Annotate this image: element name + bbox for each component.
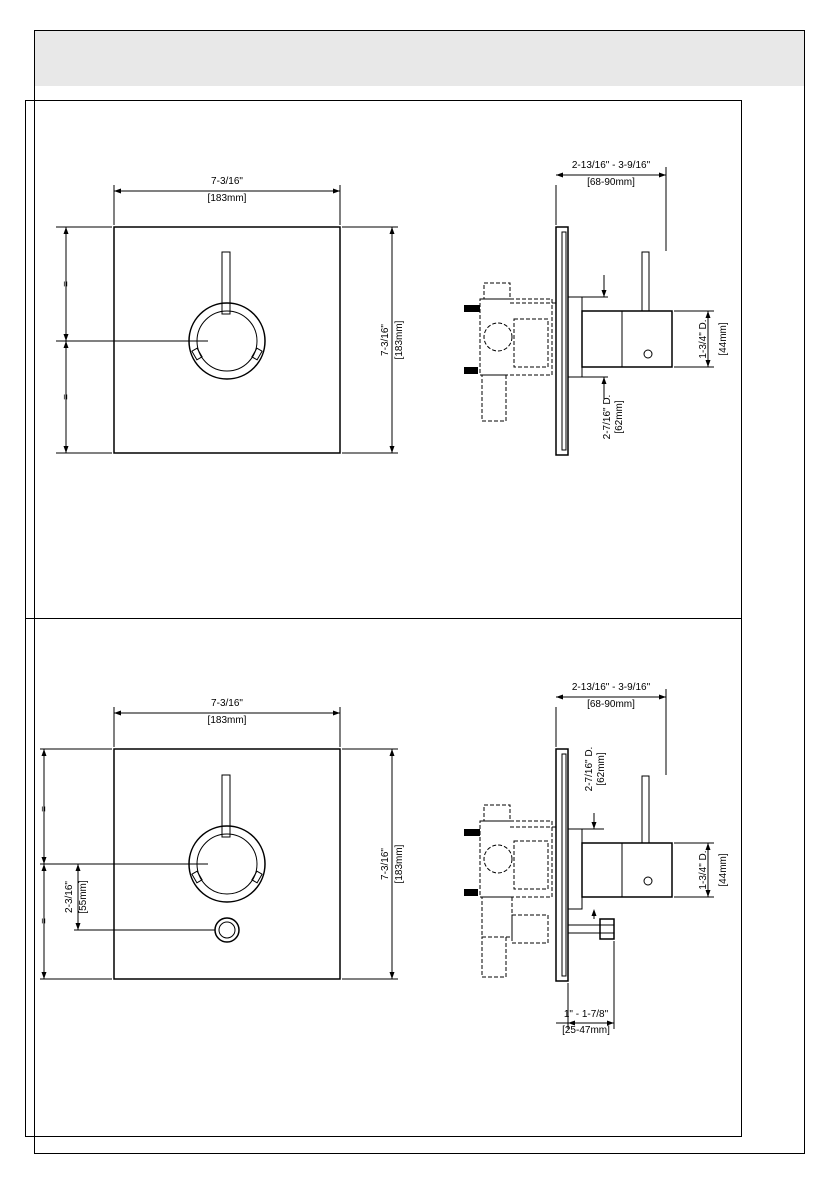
- handle-arrow-top: [706, 843, 711, 850]
- side-lever: [642, 776, 649, 843]
- arrow-mid-up: [42, 857, 47, 864]
- handle-arrow-bottom: [706, 360, 711, 367]
- handle-arrow-bottom: [706, 890, 711, 897]
- arrow-right-bottom: [390, 446, 395, 453]
- arrow-left: [114, 189, 121, 194]
- arrow-right: [333, 189, 340, 194]
- side-sleeve: [568, 829, 582, 909]
- diverter-knob: [600, 919, 614, 939]
- inlet-fitting-top: [464, 829, 480, 836]
- arrow-top: [64, 227, 69, 234]
- depth-arrow-left: [556, 173, 563, 178]
- panel-thermostatic-valve: 7-3/16" [183mm] = = 7-3/16" [183mm]: [25, 100, 742, 619]
- depth-arrow-right: [659, 173, 666, 178]
- depth-imperial: 2-13/16" - 3-9/16": [572, 160, 651, 171]
- offset-metric: [55mm]: [78, 880, 89, 914]
- side-handle-body: [582, 311, 672, 367]
- rough-in-top-cap: [484, 805, 510, 821]
- arrow-bottom: [64, 446, 69, 453]
- esc-arrow-top: [592, 822, 597, 829]
- diverter-metric: [25-47mm]: [562, 1025, 610, 1036]
- handle-dia-imperial: 1-3/4" D.: [698, 319, 709, 358]
- diverter-button-inner: [219, 922, 235, 938]
- arrow-right-top: [390, 227, 395, 234]
- arrow-mid-up: [64, 334, 69, 341]
- side-escutcheon-edge: [562, 754, 566, 976]
- arrow-top: [42, 749, 47, 756]
- rough-in-body: [480, 821, 552, 897]
- width-imperial: 7-3/16": [211, 698, 243, 709]
- arrow-right-bottom: [390, 972, 395, 979]
- arrow-bottom: [42, 972, 47, 979]
- arrow-left: [114, 711, 121, 716]
- rough-in-block: [514, 319, 548, 367]
- diverter-stem: [568, 925, 614, 933]
- lever-handle: [222, 775, 230, 837]
- offset-imperial: 2-3/16": [64, 881, 75, 913]
- height-imperial: 7-3/16": [380, 324, 391, 356]
- esc-dia-imperial: 2-7/16" D.: [602, 395, 613, 440]
- rough-in-cartridge: [484, 323, 512, 351]
- rough-in-bottom: [482, 375, 506, 421]
- arrow-right: [333, 711, 340, 716]
- rough-in-block: [514, 841, 548, 889]
- width-metric: [183mm]: [208, 193, 247, 204]
- width-metric: [183mm]: [208, 715, 247, 726]
- rough-in-bottom: [482, 937, 506, 977]
- handle-dia-metric: [44mm]: [718, 853, 729, 887]
- lever-handle: [222, 252, 230, 314]
- depth-arrow-left: [556, 695, 563, 700]
- inlet-fitting-top: [464, 305, 480, 312]
- arrow-mid-down: [64, 341, 69, 348]
- set-screw: [644, 877, 652, 885]
- title-band: [35, 31, 804, 86]
- esc-dia-metric: [62mm]: [614, 400, 625, 434]
- rough-in-top-cap: [484, 283, 510, 299]
- handle-arrow-top: [706, 311, 711, 318]
- offset-arrow-bottom: [76, 923, 81, 930]
- equal-mark-lower: =: [61, 394, 72, 400]
- esc-dia-imperial: 2-7/16" D.: [584, 747, 595, 792]
- panel-thermostatic-valve-with-diverter: 7-3/16" [183mm] = = 2-3/16" [55mm] 7-3/1…: [25, 618, 742, 1137]
- set-screw: [644, 350, 652, 358]
- height-metric: [183mm]: [394, 320, 405, 359]
- front-plate: [114, 227, 340, 453]
- height-imperial: 7-3/16": [380, 848, 391, 880]
- side-handle-body: [582, 843, 672, 897]
- esc-dia-metric: [62mm]: [596, 752, 607, 786]
- depth-metric: [68-90mm]: [587, 699, 635, 710]
- handle-dia-imperial: 1-3/4" D.: [698, 850, 709, 889]
- height-metric: [183mm]: [394, 844, 405, 883]
- depth-arrow-right: [659, 695, 666, 700]
- rough-in-diverter-body: [482, 897, 512, 937]
- esc-arrow-top: [602, 290, 607, 297]
- rough-in-diverter-cartridge: [512, 915, 548, 943]
- side-lever: [642, 252, 649, 311]
- depth-metric: [68-90mm]: [587, 177, 635, 188]
- rough-in-cartridge: [484, 845, 512, 873]
- side-sleeve: [568, 297, 582, 377]
- equal-mark-upper: =: [61, 281, 72, 287]
- arrow-right-top: [390, 749, 395, 756]
- bottom-technical-drawing: 7-3/16" [183mm] = = 2-3/16" [55mm] 7-3/1…: [26, 619, 743, 1138]
- arrow-mid-down: [42, 864, 47, 871]
- esc-arrow-bottom: [592, 909, 597, 916]
- offset-arrow-top: [76, 864, 81, 871]
- equal-mark-lower: =: [39, 918, 50, 924]
- handle-dia-metric: [44mm]: [718, 322, 729, 356]
- top-technical-drawing: 7-3/16" [183mm] = = 7-3/16" [183mm]: [26, 101, 743, 620]
- side-escutcheon-edge: [562, 232, 566, 450]
- inlet-fitting-bottom: [464, 367, 478, 374]
- inlet-fitting-bottom: [464, 889, 478, 896]
- width-imperial: 7-3/16": [211, 176, 243, 187]
- equal-mark-upper: =: [39, 806, 50, 812]
- rough-in-body: [480, 299, 552, 375]
- diverter-imperial: 1" - 1-7/8": [564, 1009, 609, 1020]
- esc-arrow-bottom: [602, 377, 607, 384]
- depth-imperial: 2-13/16" - 3-9/16": [572, 682, 651, 693]
